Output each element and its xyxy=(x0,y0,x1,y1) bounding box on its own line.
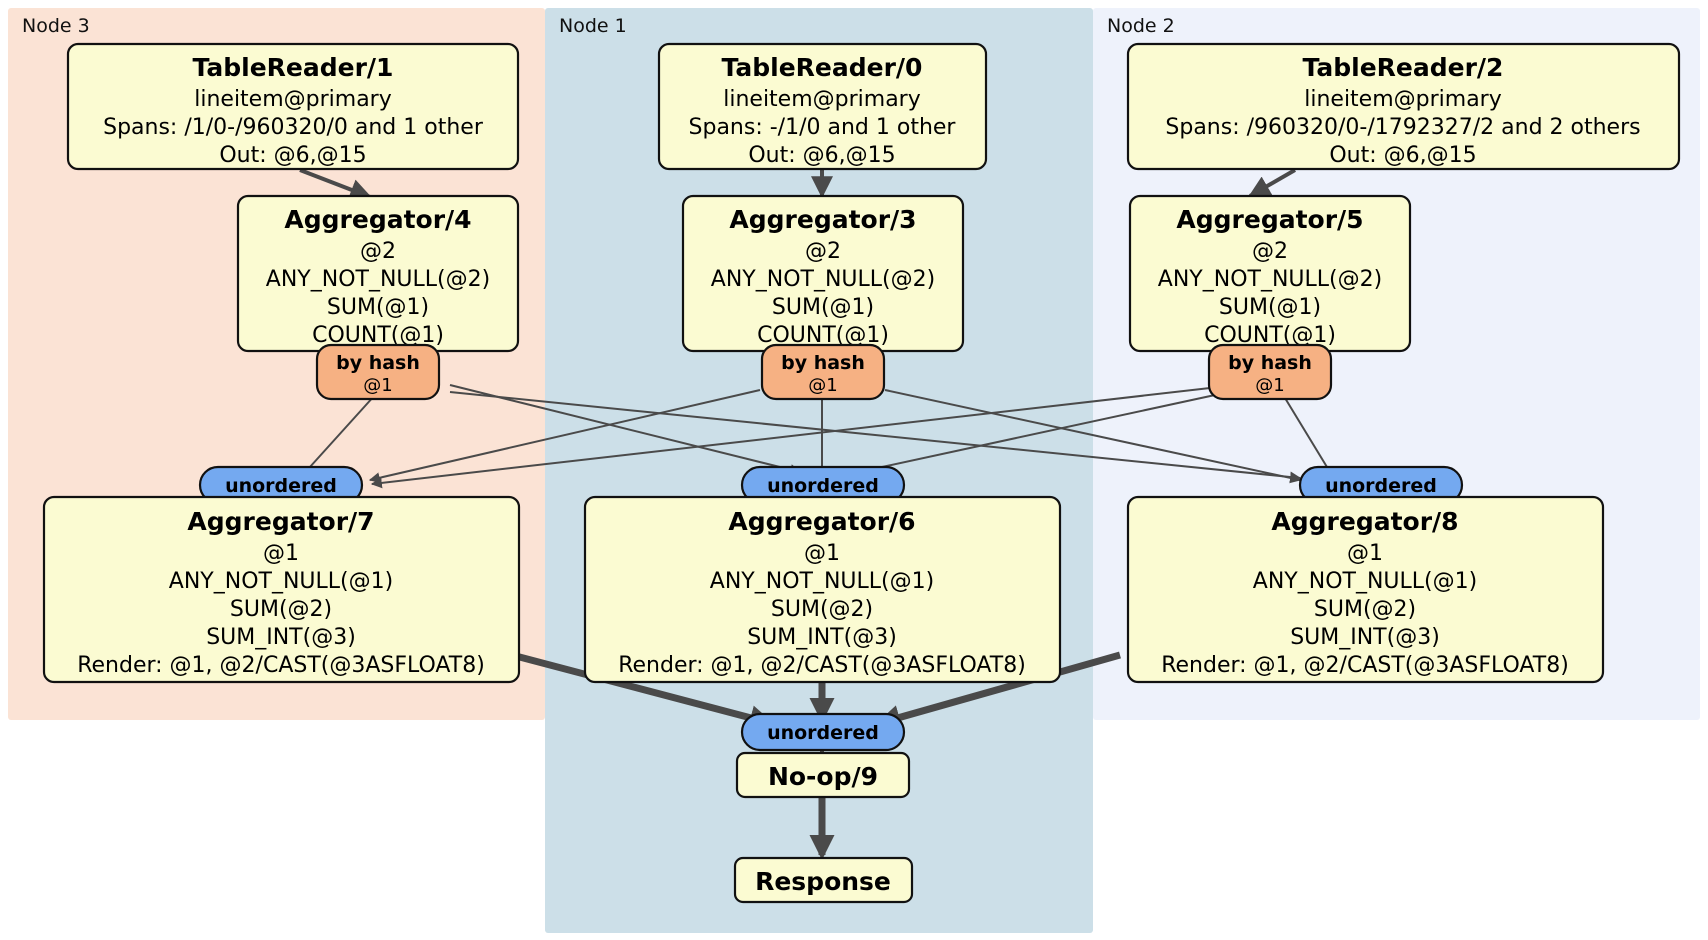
tablereader-1-title: TableReader/1 xyxy=(193,53,394,82)
aggregator-6-line-4: Render: @1, @2/CAST(@3ASFLOAT8) xyxy=(618,653,1026,678)
edge-reader2-agg5 xyxy=(1248,168,1297,198)
aggregator-6-box[interactable]: Aggregator/6 @1 ANY_NOT_NULL(@1) SUM(@2)… xyxy=(583,495,1062,684)
tablereader-1-out: Out: @6,@15 xyxy=(219,143,366,168)
edge-hash4-unordered6 xyxy=(449,384,802,475)
tablereader-0-box[interactable]: TableReader/0 lineitem@primary Spans: -/… xyxy=(657,42,988,171)
tablereader-2-title: TableReader/2 xyxy=(1303,53,1504,82)
aggregator-4-line-2: SUM(@1) xyxy=(327,295,429,320)
panel-label-node2: Node 2 xyxy=(1107,15,1175,37)
edge-hash5-unordered7 xyxy=(370,387,1211,489)
edge-hash4-unordered7 xyxy=(299,394,376,479)
aggregator-8-line-3: SUM_INT(@3) xyxy=(1290,625,1440,650)
aggregator-4-line-3: COUNT(@1) xyxy=(312,323,444,348)
by-hash-5-pill[interactable]: by hash @1 xyxy=(1207,343,1333,401)
aggregator-3-line-1: ANY_NOT_NULL(@2) xyxy=(711,267,935,292)
by-hash-4-label: by hash xyxy=(336,352,420,374)
no-op-9-title: No-op/9 xyxy=(768,762,878,791)
aggregator-7-box[interactable]: Aggregator/7 @1 ANY_NOT_NULL(@1) SUM(@2)… xyxy=(42,495,521,684)
aggregator-8-title: Aggregator/8 xyxy=(1271,507,1458,536)
aggregator-5-line-1: ANY_NOT_NULL(@2) xyxy=(1158,267,1382,292)
unordered-8-pill[interactable]: unordered xyxy=(1298,465,1464,505)
tablereader-1-spans: Spans: /1/0-/960320/0 and 1 other xyxy=(103,115,484,140)
aggregator-5-box[interactable]: Aggregator/5 @2 ANY_NOT_NULL(@2) SUM(@1)… xyxy=(1128,194,1412,353)
aggregator-7-line-3: SUM_INT(@3) xyxy=(206,625,356,650)
edge-hash3-unordered7 xyxy=(368,389,761,484)
aggregator-8-line-2: SUM(@2) xyxy=(1314,597,1416,622)
by-hash-3-label: by hash xyxy=(781,352,865,374)
tablereader-1-table: lineitem@primary xyxy=(194,87,392,112)
by-hash-4-pill[interactable]: by hash @1 xyxy=(315,343,441,401)
edge-hash5-unordered8 xyxy=(1284,397,1331,473)
aggregator-3-line-3: COUNT(@1) xyxy=(757,323,889,348)
aggregator-5-line-3: COUNT(@1) xyxy=(1204,323,1336,348)
aggregator-8-line-0: @1 xyxy=(1347,541,1383,566)
edge-agg7-unordered-final xyxy=(511,651,775,731)
aggregator-7-line-1: ANY_NOT_NULL(@1) xyxy=(169,569,393,594)
no-op-9-box[interactable]: No-op/9 xyxy=(735,751,911,799)
tablereader-2-box[interactable]: TableReader/2 lineitem@primary Spans: /9… xyxy=(1126,42,1681,171)
edge-hash4-unordered8 xyxy=(449,391,1302,483)
unordered-8-label: unordered xyxy=(1325,475,1437,497)
tablereader-0-title: TableReader/0 xyxy=(722,53,923,82)
aggregator-6-line-3: SUM_INT(@3) xyxy=(747,625,897,650)
edge-hash3-unordered8 xyxy=(884,389,1302,484)
aggregator-7-title: Aggregator/7 xyxy=(187,507,374,536)
tablereader-1-box[interactable]: TableReader/1 lineitem@primary Spans: /1… xyxy=(66,42,520,171)
tablereader-2-out: Out: @6,@15 xyxy=(1329,143,1476,168)
aggregator-3-title: Aggregator/3 xyxy=(729,205,916,234)
aggregator-7-line-4: Render: @1, @2/CAST(@3ASFLOAT8) xyxy=(77,653,485,678)
panel-label-node3: Node 3 xyxy=(22,15,90,37)
response-title: Response xyxy=(755,867,891,896)
aggregator-4-title: Aggregator/4 xyxy=(284,205,471,234)
tablereader-0-out: Out: @6,@15 xyxy=(748,143,895,168)
by-hash-3-column: @1 xyxy=(808,375,837,396)
tablereader-2-table: lineitem@primary xyxy=(1304,87,1502,112)
panel-label-node1: Node 1 xyxy=(559,15,627,37)
aggregator-7-line-0: @1 xyxy=(263,541,299,566)
aggregator-7-line-2: SUM(@2) xyxy=(230,597,332,622)
unordered-6-pill[interactable]: unordered xyxy=(740,465,906,505)
edge-hash5-unordered6 xyxy=(843,394,1216,479)
by-hash-5-column: @1 xyxy=(1255,375,1284,396)
unordered-7-label: unordered xyxy=(225,475,337,497)
aggregator-5-line-0: @2 xyxy=(1252,239,1288,264)
aggregator-8-line-1: ANY_NOT_NULL(@1) xyxy=(1253,569,1477,594)
aggregator-5-line-2: SUM(@1) xyxy=(1219,295,1321,320)
tablereader-0-table: lineitem@primary xyxy=(723,87,921,112)
aggregator-6-line-0: @1 xyxy=(804,541,840,566)
edge-reader1-agg4 xyxy=(299,168,373,201)
by-hash-3-pill[interactable]: by hash @1 xyxy=(760,343,886,401)
aggregator-8-line-4: Render: @1, @2/CAST(@3ASFLOAT8) xyxy=(1161,653,1569,678)
response-box[interactable]: Response xyxy=(733,856,914,904)
tablereader-2-spans: Spans: /960320/0-/1792327/2 and 2 others xyxy=(1165,115,1640,140)
aggregator-3-line-0: @2 xyxy=(805,239,841,264)
aggregator-6-line-1: ANY_NOT_NULL(@1) xyxy=(710,569,934,594)
aggregator-4-line-1: ANY_NOT_NULL(@2) xyxy=(266,267,490,292)
unordered-7-pill[interactable]: unordered xyxy=(198,465,364,505)
tablereader-0-spans: Spans: -/1/0 and 1 other xyxy=(689,115,957,140)
unordered-final-pill[interactable]: unordered xyxy=(740,712,906,752)
aggregator-5-title: Aggregator/5 xyxy=(1176,205,1363,234)
unordered-6-label: unordered xyxy=(767,475,879,497)
aggregator-3-line-2: SUM(@1) xyxy=(772,295,874,320)
aggregator-3-box[interactable]: Aggregator/3 @2 ANY_NOT_NULL(@2) SUM(@1)… xyxy=(681,194,965,353)
aggregator-6-title: Aggregator/6 xyxy=(728,507,915,536)
aggregator-8-box[interactable]: Aggregator/8 @1 ANY_NOT_NULL(@1) SUM(@2)… xyxy=(1126,495,1605,684)
by-hash-5-label: by hash xyxy=(1228,352,1312,374)
aggregator-4-line-0: @2 xyxy=(360,239,396,264)
unordered-final-label: unordered xyxy=(767,722,879,744)
by-hash-4-column: @1 xyxy=(363,375,392,396)
edge-agg8-unordered-final xyxy=(875,651,1121,730)
aggregator-4-box[interactable]: Aggregator/4 @2 ANY_NOT_NULL(@2) SUM(@1)… xyxy=(236,194,520,353)
aggregator-6-line-2: SUM(@2) xyxy=(771,597,873,622)
